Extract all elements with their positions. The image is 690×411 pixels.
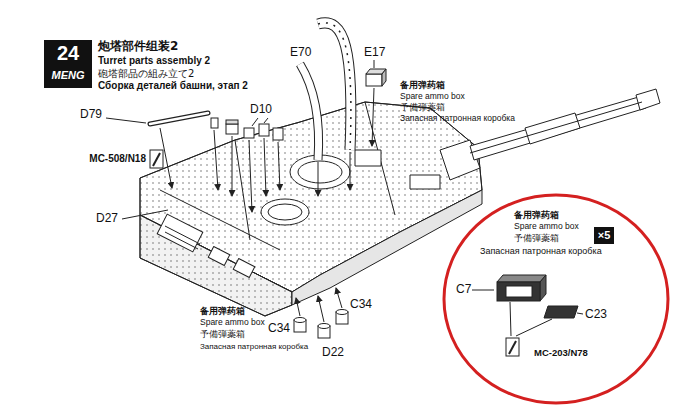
quantity-badge: ×5 — [594, 227, 614, 244]
part-note: 备用弹药箱 — [400, 80, 445, 90]
part-number: D10 — [250, 103, 272, 117]
part-number: D22 — [322, 346, 344, 360]
step-subtitle: Turret parts assembly 2 — [98, 55, 210, 67]
part-number: E70 — [290, 46, 311, 60]
brand-logo: MENG — [52, 69, 85, 82]
part-number: C7 — [456, 283, 471, 297]
part-number: C34 — [350, 298, 372, 312]
paint-code: MC-203/N78 — [534, 348, 588, 359]
part-note: 备用弹药箱 — [200, 306, 245, 316]
step-subtitle: Сборка деталей башни, этап 2 — [98, 80, 248, 92]
assembly-arrows — [106, 60, 374, 322]
part-note: Spare ammo box — [200, 318, 265, 328]
part-note: 予備弾薬箱 — [400, 103, 445, 113]
highlight-circle: 备用弹药箱 Spare ammo box 予備弾薬箱 Запасная патронн… — [442, 193, 670, 405]
step-title: 炮塔部件组装2 — [98, 40, 178, 54]
turret-body — [140, 102, 482, 316]
gun-barrel — [440, 89, 660, 180]
part-note: Spare ammo box — [400, 92, 465, 102]
part-number: E17 — [364, 46, 385, 60]
part-number: C34 — [268, 322, 290, 336]
part-note: Запасная патронная коробка — [200, 342, 308, 351]
ammo-box-inset — [472, 275, 583, 336]
paint-brush-icon — [150, 150, 519, 356]
part-number: C23 — [585, 308, 607, 322]
step-number: 24 — [57, 42, 79, 65]
part-note: 予備弾薬箱 — [514, 234, 559, 244]
part-number: D79 — [80, 108, 102, 122]
quantity: ×5 — [598, 229, 611, 242]
part-note: Запасная патронная коробка — [400, 114, 515, 124]
part-number: D27 — [96, 212, 118, 226]
part-note: Spare ammo box — [514, 222, 579, 232]
paint-code: MC-508/N18 — [89, 153, 146, 165]
step-subtitle: 砲塔部品の組み立て2 — [98, 68, 194, 80]
part-note: 予備弾薬箱 — [200, 330, 245, 340]
part-note: 备用弹药箱 — [514, 210, 559, 220]
part-note: Запасная патронная коробка — [480, 246, 602, 256]
step-badge: 24MENG — [44, 40, 92, 88]
